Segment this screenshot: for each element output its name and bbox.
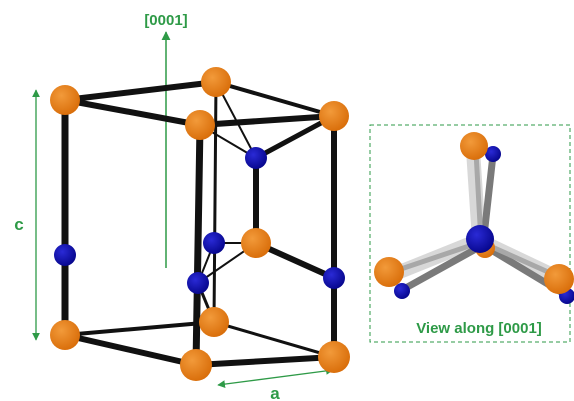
blue-atom [187,272,209,294]
direction-label: [0001] [144,12,187,29]
orange-atoms [50,67,350,381]
orange-atom [199,307,229,337]
a-axis-arrow [217,367,334,388]
orange-atom [180,349,212,381]
blue-atoms [54,147,345,294]
inset-orange-atom [374,257,404,287]
inset-blue-atom [394,283,410,299]
c-axis-label: c [14,215,23,234]
blue-atom [245,147,267,169]
inset-orange-atom [544,264,574,294]
blue-atom [203,232,225,254]
blue-atom [54,244,76,266]
orange-atom [319,101,349,131]
orange-atom [201,67,231,97]
inset-panel: View along [0001] [369,124,574,343]
orange-atom [241,228,271,258]
inset-center-blue-atom [466,225,494,253]
inset-blue-atom [485,146,501,162]
orange-atom [50,320,80,350]
inset-caption: View along [0001] [416,320,542,337]
blue-atom [323,267,345,289]
orange-atom [185,110,215,140]
orange-atom [318,341,350,373]
inset-orange-atom [460,132,488,160]
a-axis-label: a [270,384,280,401]
orange-atom [50,85,80,115]
